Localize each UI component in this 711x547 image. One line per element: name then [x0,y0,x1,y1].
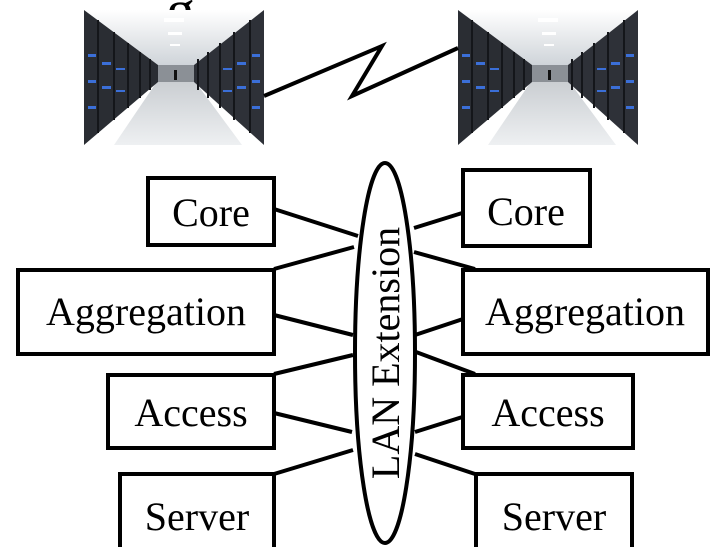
zigzag-link-icon [263,41,459,101]
left-server-box: Server [118,472,276,547]
left-core-box: Core [146,176,276,247]
left-access-label: Access [134,390,247,435]
left-core-label: Core [172,190,250,235]
right-access-box: Access [461,373,635,450]
right-server-label: Server [502,494,606,539]
lan-extension-ellipse [353,161,417,545]
right-aggregation-box: Aggregation [461,268,710,356]
left-access-box: Access [106,373,276,450]
left-aggregation-box: Aggregation [16,268,276,356]
left-server-label: Server [145,494,249,539]
lan-extension-label: LAN Extension [363,227,408,479]
left-aggregation-label: Aggregation [46,289,246,334]
right-server-box: Server [474,472,634,547]
right-access-label: Access [491,390,604,435]
left-datacenter-photo-icon [83,9,265,146]
right-datacenter-photo-icon [457,9,639,146]
right-core-label: Core [487,189,565,234]
right-core-box: Core [461,168,592,248]
right-aggregation-label: Aggregation [485,289,685,334]
